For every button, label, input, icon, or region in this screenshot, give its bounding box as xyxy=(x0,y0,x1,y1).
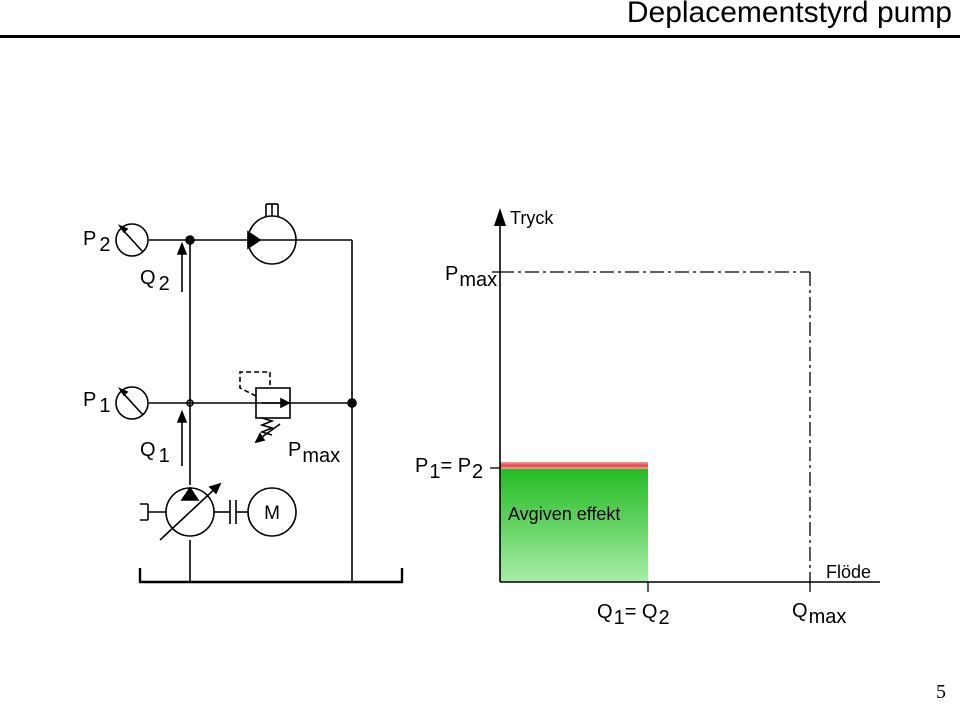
pressure-flow-graph xyxy=(490,208,880,592)
flow-arrow-q2-head xyxy=(176,241,188,255)
junction-dot xyxy=(347,398,357,408)
pressure-gauge-p1 xyxy=(115,386,149,420)
flow-arrow-q1-head xyxy=(176,409,188,423)
y-axis-arrow xyxy=(494,208,506,226)
x-axis-label: Flöde xyxy=(826,562,871,582)
tank-symbol xyxy=(138,568,404,584)
pressure-relief-valve xyxy=(239,371,291,444)
junction-dot xyxy=(185,235,195,245)
q-equal-label: Q1= Q2 xyxy=(597,601,670,629)
area-label: Avgiven effekt xyxy=(508,504,620,524)
qmax-label: Qmax xyxy=(792,600,846,628)
junction-node xyxy=(186,399,194,407)
title-underline xyxy=(0,35,960,38)
loss-band xyxy=(500,462,648,469)
pressure-gauge-p2 xyxy=(115,223,149,257)
electric-motor-symbol xyxy=(247,487,297,537)
motor-label: M xyxy=(264,503,280,524)
hydraulic-circuit xyxy=(115,203,404,584)
variable-pump-symbol xyxy=(140,482,222,541)
y-axis-label: Tryck xyxy=(510,208,554,228)
pmax-label: Pmax xyxy=(445,263,497,291)
label-relief-pmax: Pmax xyxy=(288,439,340,467)
shaft-coupling xyxy=(214,500,248,524)
slide-title: Deplacementstyrd pump xyxy=(626,0,952,29)
page-number: 5 xyxy=(936,681,946,703)
p-equal-label: P1= P2 xyxy=(415,455,483,483)
hydraulic-motor-symbol xyxy=(247,203,297,265)
output-power-area xyxy=(500,468,648,582)
